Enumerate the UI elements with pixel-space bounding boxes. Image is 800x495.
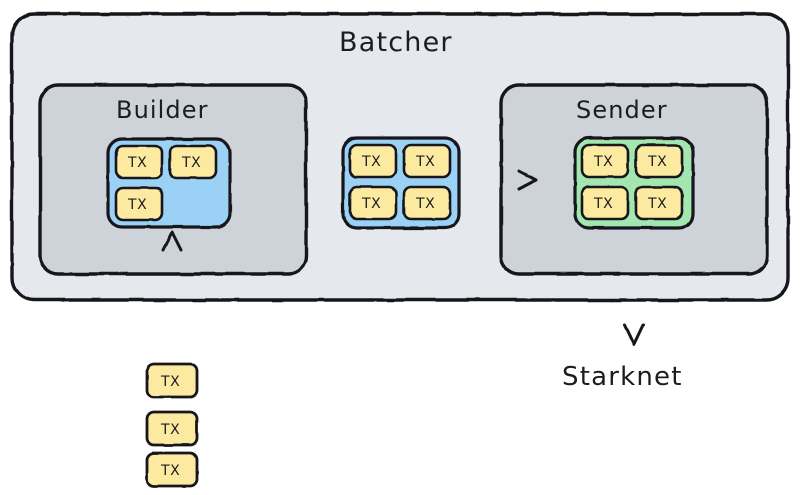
tx-label: TX (161, 374, 181, 390)
tx-tile[interactable] (580, 143, 630, 179)
tx-label: TX (648, 196, 668, 212)
tx-label: TX (648, 154, 668, 170)
tx-tile[interactable] (145, 362, 199, 399)
batcher-title: Batcher (339, 27, 453, 58)
arrowhead-icon (623, 323, 645, 346)
tx-tile[interactable] (348, 185, 398, 221)
sender-title: Sender (576, 96, 668, 124)
tx-tile[interactable] (348, 143, 398, 179)
tx-label: TX (128, 197, 148, 213)
tx-label: TX (416, 154, 436, 170)
arrowhead-icon (517, 169, 538, 191)
tx-label: TX (594, 196, 614, 212)
arrowhead-icon (161, 230, 183, 252)
tx-label: TX (161, 463, 181, 479)
builder-batch[interactable] (106, 137, 232, 229)
tx-tile[interactable] (634, 143, 684, 179)
starknet-label: Starknet (562, 362, 683, 392)
tx-tile[interactable] (168, 144, 218, 180)
tx-tile[interactable] (402, 143, 452, 179)
tx-tile[interactable] (402, 185, 452, 221)
tx-label: TX (594, 154, 614, 170)
tx-label: TX (161, 422, 181, 438)
tx-tile[interactable] (634, 185, 684, 221)
tx-label: TX (362, 196, 382, 212)
tx-label: TX (362, 154, 382, 170)
connector-queue-to-builder (161, 230, 183, 360)
tx-label: TX (128, 155, 148, 171)
tx-tile[interactable] (145, 451, 199, 488)
connector-batch-to-sender (460, 169, 538, 191)
builder-title: Builder (116, 96, 209, 124)
tx-tile[interactable] (114, 144, 164, 180)
tx-label: TX (182, 155, 202, 171)
connector-sender-to-starknet (623, 228, 645, 346)
tx-tile[interactable] (145, 410, 199, 447)
tx-label: TX (416, 196, 436, 212)
tx-tile[interactable] (580, 185, 630, 221)
in-flight-batch[interactable] (341, 136, 461, 230)
sender-batch[interactable] (573, 136, 695, 230)
tx-tile[interactable] (114, 186, 164, 222)
incoming-transactions[interactable] (145, 362, 199, 488)
